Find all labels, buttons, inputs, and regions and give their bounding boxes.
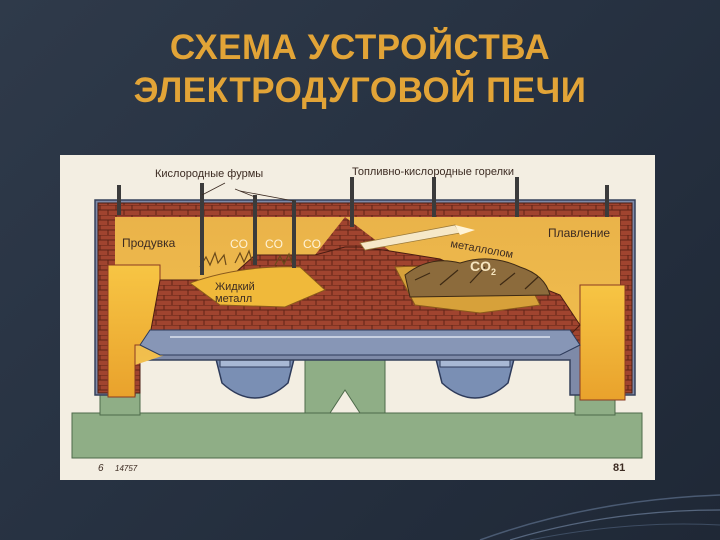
decorative-swoosh xyxy=(479,494,720,540)
label-co-2: CO xyxy=(265,237,283,251)
burner-flame xyxy=(359,224,475,251)
label-co-1: CO xyxy=(230,237,248,251)
label-liquid-metal-line-2: металл xyxy=(215,293,252,305)
furnace-diagram: Кислородные фурмы Топливно-кислородные г… xyxy=(60,155,655,480)
label-blowing: Продувка xyxy=(122,236,176,250)
scrap-pile xyxy=(404,258,551,298)
label-fuel-burners: Топливно-кислородные горелки xyxy=(352,166,514,178)
label-co2: CO2 xyxy=(470,258,496,277)
label-oxygen-lances: Кислородные фурмы xyxy=(155,168,263,180)
burners xyxy=(117,177,609,227)
slide-title: СХЕМА УСТРОЙСТВА ЭЛЕКТРОДУГОВОЙ ПЕЧИ xyxy=(0,26,720,112)
slide-title-line-2: ЭЛЕКТРОДУГОВОЙ ПЕЧИ xyxy=(133,71,587,110)
oxygen-lances xyxy=(200,183,296,275)
label-co-3: CO xyxy=(303,237,321,251)
page-code: 14757 xyxy=(115,464,138,473)
right-chamber xyxy=(345,217,626,401)
blowing-sparks xyxy=(199,249,293,268)
bottom-layer xyxy=(139,329,581,356)
page-number: 81 xyxy=(613,462,625,474)
furnace-diagram-svg: Кислородные фурмы Топливно-кислородные г… xyxy=(60,155,655,480)
label-liquid-metal-line-1: Жидкий xyxy=(215,281,255,293)
page-marker-left: 6 xyxy=(98,463,104,474)
leader-lines xyxy=(201,182,295,202)
slide-title-line-1: СХЕМА УСТРОЙСТВА xyxy=(169,28,551,67)
label-melting: Плавление xyxy=(548,226,610,240)
